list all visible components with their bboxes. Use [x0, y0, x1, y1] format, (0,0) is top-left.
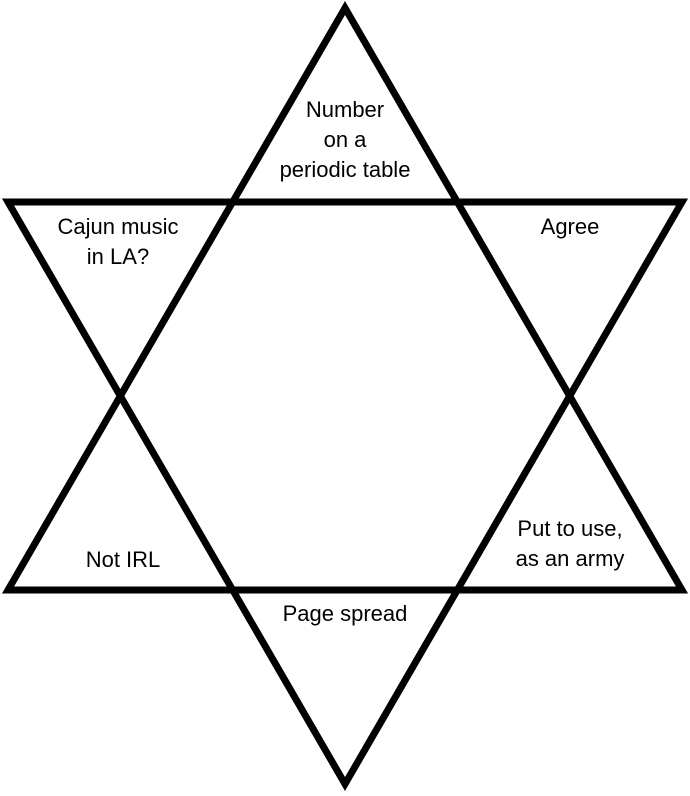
clue-upper-left-line-1: Cajun music [57, 214, 179, 239]
clue-lower-right: Put to use, as an army [490, 514, 650, 574]
upward-triangle [1, 1, 689, 594]
clue-lower-right-line-1: Put to use, [517, 516, 623, 541]
clue-top: Number on a periodic table [245, 95, 445, 185]
clue-top-line-2: on a [323, 127, 367, 152]
downward-triangle [1, 198, 689, 791]
clue-upper-left-line-2: in LA? [86, 244, 150, 269]
clue-bottom-line-1: Page spread [282, 601, 408, 626]
clue-bottom: Page spread [245, 599, 445, 629]
clue-lower-left-line-1: Not IRL [85, 547, 161, 572]
clue-top-line-1: Number [305, 97, 385, 122]
clue-upper-right-line-1: Agree [540, 214, 600, 239]
clue-lower-right-line-2: as an army [515, 546, 625, 571]
clue-lower-left: Not IRL [53, 545, 193, 575]
clue-upper-right: Agree [500, 212, 640, 242]
clue-top-line-3: periodic table [279, 157, 411, 182]
clue-upper-left: Cajun music in LA? [38, 212, 198, 272]
